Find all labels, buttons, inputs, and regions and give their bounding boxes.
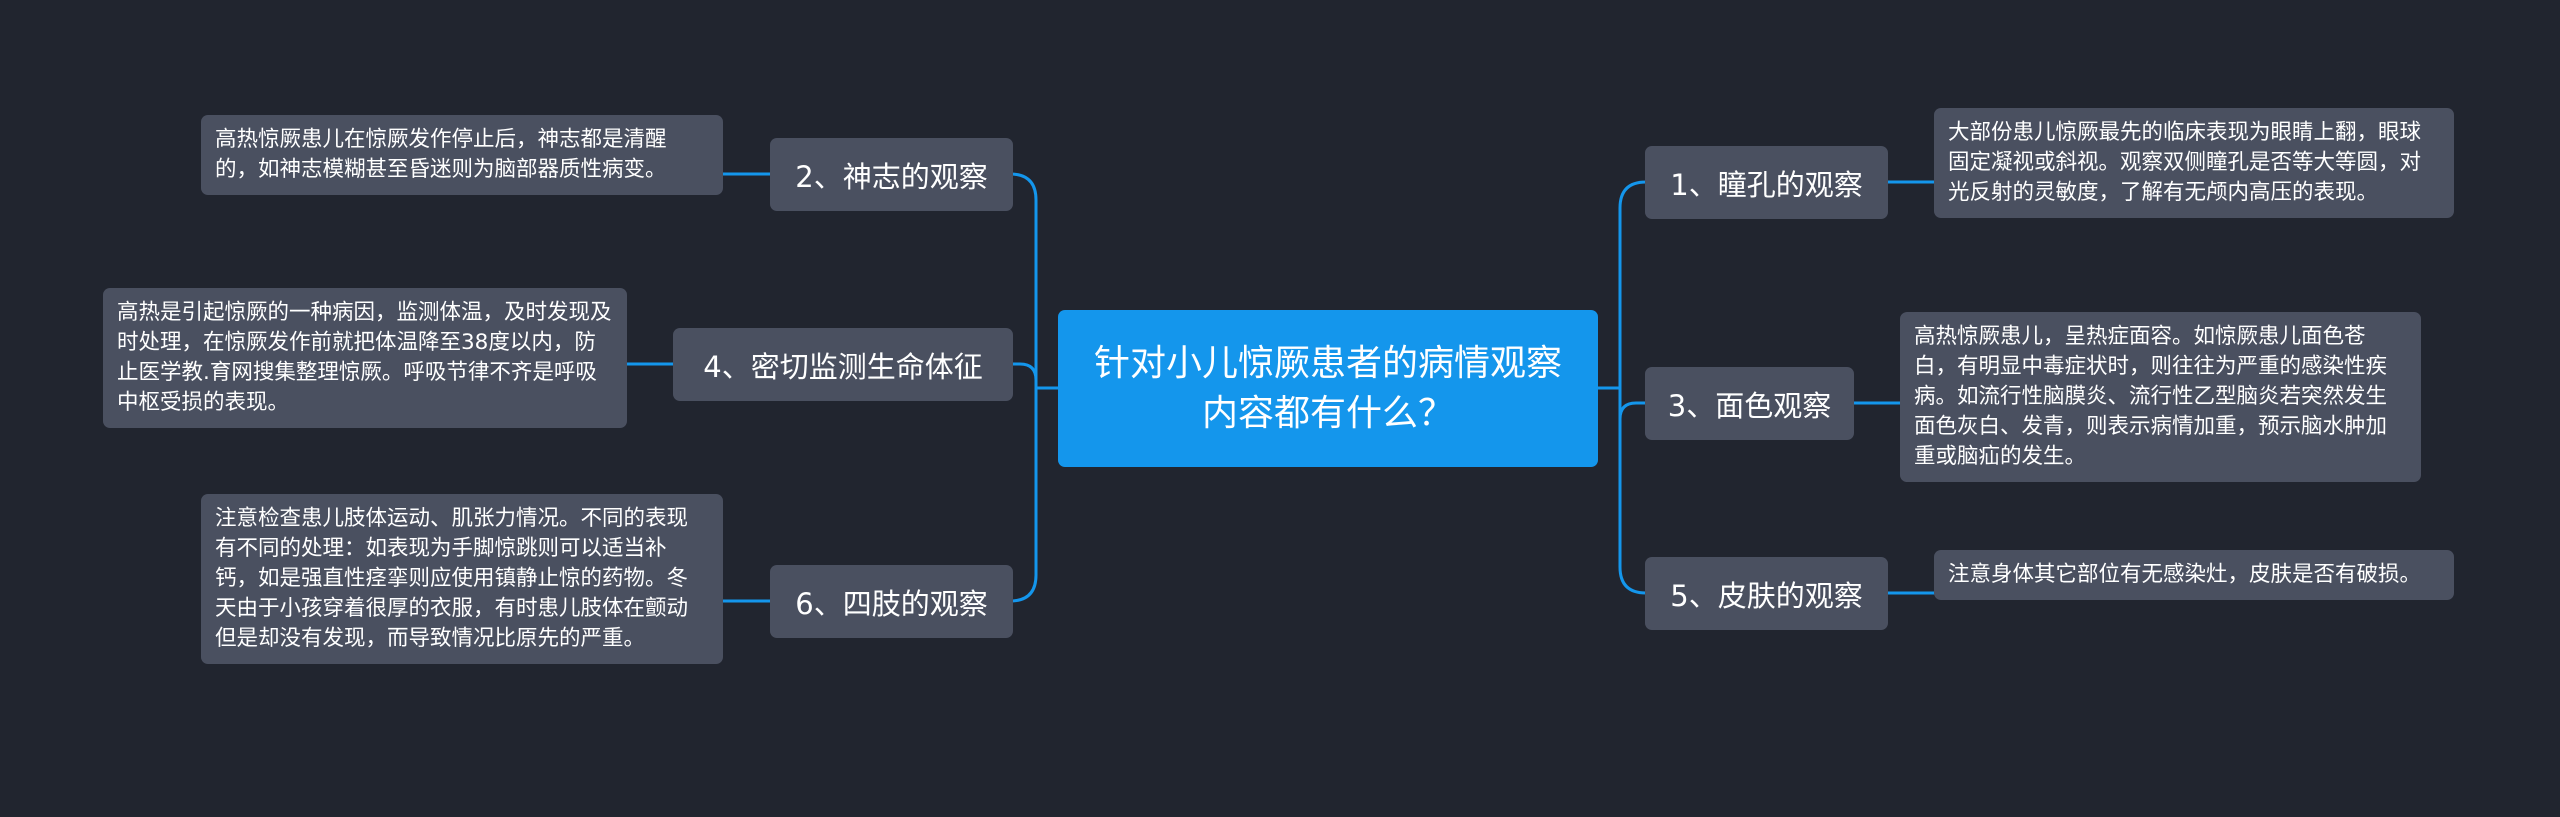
leaf-text: 高热惊厥患儿在惊厥发作停止后，神志都是清醒的，如神志模糊甚至昏迷则为脑部器质性病…	[215, 127, 667, 182]
branch-consciousness[interactable]: 2、神志的观察	[770, 138, 1013, 211]
branch-label: 5、皮肤的观察	[1670, 578, 1863, 613]
leaf-complexion-detail[interactable]: 高热惊厥患儿，呈热症面容。如惊厥患儿面色苍白，有明显中毒症状时，则往往为严重的感…	[1900, 312, 2421, 482]
leaf-consciousness-detail[interactable]: 高热惊厥患儿在惊厥发作停止后，神志都是清醒的，如神志模糊甚至昏迷则为脑部器质性病…	[201, 115, 723, 195]
branch-limbs[interactable]: 6、四肢的观察	[770, 565, 1013, 638]
leaf-text: 注意身体其它部位有无感染灶，皮肤是否有破损。	[1948, 562, 2422, 587]
branch-complexion[interactable]: 3、面色观察	[1645, 367, 1854, 440]
leaf-text: 高热是引起惊厥的一种病因，监测体温，及时发现及时处理，在惊厥发作前就把体温降至3…	[117, 300, 612, 415]
branch-label: 4、密切监测生命体征	[703, 349, 983, 384]
branch-skin[interactable]: 5、皮肤的观察	[1645, 557, 1888, 630]
branch-label: 3、面色观察	[1667, 388, 1832, 423]
connector-left-branch-6	[1009, 386, 1038, 603]
connector-right-branch-3	[1618, 386, 1647, 420]
connector-left-branch-4	[1009, 362, 1038, 390]
root-topic[interactable]: 针对小儿惊厥患者的病情观察内容都有什么？	[1058, 310, 1598, 467]
connector-right-branch-1	[1618, 180, 1647, 390]
connector-right-branch-5	[1618, 386, 1647, 595]
branch-vital-signs[interactable]: 4、密切监测生命体征	[673, 328, 1013, 401]
leaf-skin-detail[interactable]: 注意身体其它部位有无感染灶，皮肤是否有破损。	[1934, 550, 2454, 600]
leaf-text: 注意检查患儿肢体运动、肌张力情况。不同的表现有不同的处理：如表现为手脚惊跳则可以…	[215, 506, 689, 651]
leaf-vital-signs-detail[interactable]: 高热是引起惊厥的一种病因，监测体温，及时发现及时处理，在惊厥发作前就把体温降至3…	[103, 288, 627, 428]
branch-label: 1、瞳孔的观察	[1670, 167, 1863, 202]
branch-label: 6、四肢的观察	[795, 586, 988, 621]
leaf-text: 高热惊厥患儿，呈热症面容。如惊厥患儿面色苍白，有明显中毒症状时，则往往为严重的感…	[1914, 324, 2388, 469]
root-topic-label: 针对小儿惊厥患者的病情观察内容都有什么？	[1093, 342, 1562, 434]
branch-pupils[interactable]: 1、瞳孔的观察	[1645, 146, 1888, 219]
connector-left-branch-2	[1009, 172, 1038, 390]
branch-label: 2、神志的观察	[795, 159, 988, 194]
leaf-pupils-detail[interactable]: 大部份患儿惊厥最先的临床表现为眼睛上翻，眼球固定凝视或斜视。观察双侧瞳孔是否等大…	[1934, 108, 2454, 218]
leaf-limbs-detail[interactable]: 注意检查患儿肢体运动、肌张力情况。不同的表现有不同的处理：如表现为手脚惊跳则可以…	[201, 494, 723, 664]
leaf-text: 大部份患儿惊厥最先的临床表现为眼睛上翻，眼球固定凝视或斜视。观察双侧瞳孔是否等大…	[1948, 120, 2422, 205]
